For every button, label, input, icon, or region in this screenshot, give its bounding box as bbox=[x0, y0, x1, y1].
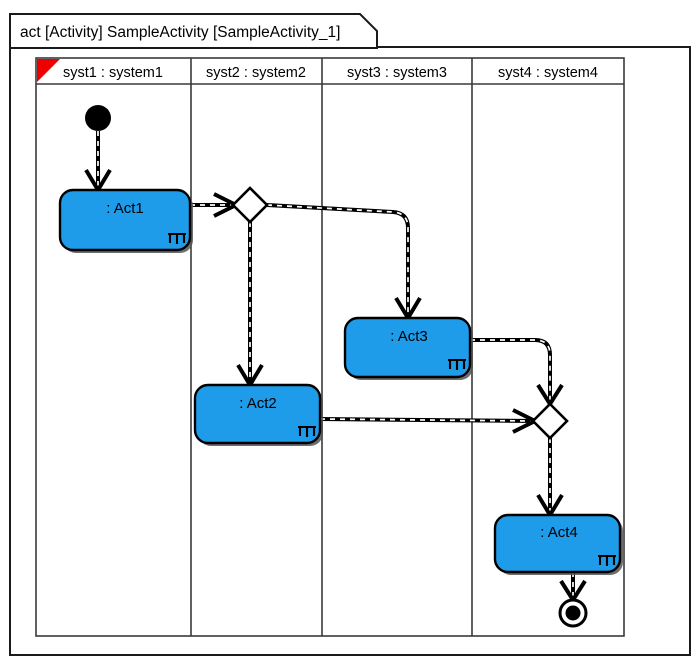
swimlane-syst4[interactable]: syst4 : system4 bbox=[498, 65, 598, 81]
swimlane-label-4: syst4 : system4 bbox=[498, 65, 598, 81]
action-node-act1[interactable]: : Act1 bbox=[58, 188, 193, 253]
swimlane-label-3: syst3 : system3 bbox=[347, 65, 447, 81]
merge-node-1[interactable] bbox=[531, 402, 569, 440]
lane-marker-triangle-icon bbox=[37, 59, 60, 82]
decision-node-1[interactable] bbox=[231, 186, 269, 224]
act2-label: : Act2 bbox=[239, 395, 277, 412]
act2-body bbox=[193, 383, 322, 445]
swimlane-label-2: syst2 : system2 bbox=[206, 65, 306, 81]
act3-label: : Act3 bbox=[390, 328, 428, 345]
swimlane-syst1[interactable]: syst1 : system1 bbox=[37, 59, 163, 82]
frame-name-tab bbox=[9, 13, 378, 49]
decision-diamond-icon bbox=[231, 186, 269, 224]
action-node-act4[interactable]: : Act4 bbox=[493, 513, 623, 575]
act1-body bbox=[58, 188, 192, 252]
act1-label: : Act1 bbox=[106, 200, 144, 217]
act1-rake-icon bbox=[168, 232, 186, 244]
initial-node[interactable] bbox=[85, 105, 111, 131]
swimlane-syst2[interactable]: syst2 : system2 bbox=[206, 65, 306, 81]
action-node-act3[interactable]: : Act3 bbox=[343, 316, 473, 380]
swimlane-label-1: syst1 : system1 bbox=[63, 65, 163, 81]
swimlane-syst3[interactable]: syst3 : system3 bbox=[347, 65, 447, 81]
merge-diamond-icon bbox=[531, 402, 569, 440]
act2-rake-icon bbox=[298, 425, 316, 437]
initial-node-circle-icon bbox=[85, 105, 111, 131]
act4-body bbox=[493, 513, 622, 574]
frame-title: act [Activity] SampleActivity [SampleAct… bbox=[20, 24, 340, 41]
act4-label: : Act4 bbox=[540, 524, 578, 541]
final-node-inner-dot-icon bbox=[565, 605, 581, 621]
action-node-act2[interactable]: : Act2 bbox=[193, 383, 323, 446]
activity-final-node[interactable] bbox=[558, 598, 588, 628]
act4-rake-icon bbox=[598, 554, 616, 566]
act3-rake-icon bbox=[448, 358, 466, 370]
act3-body bbox=[343, 316, 472, 379]
